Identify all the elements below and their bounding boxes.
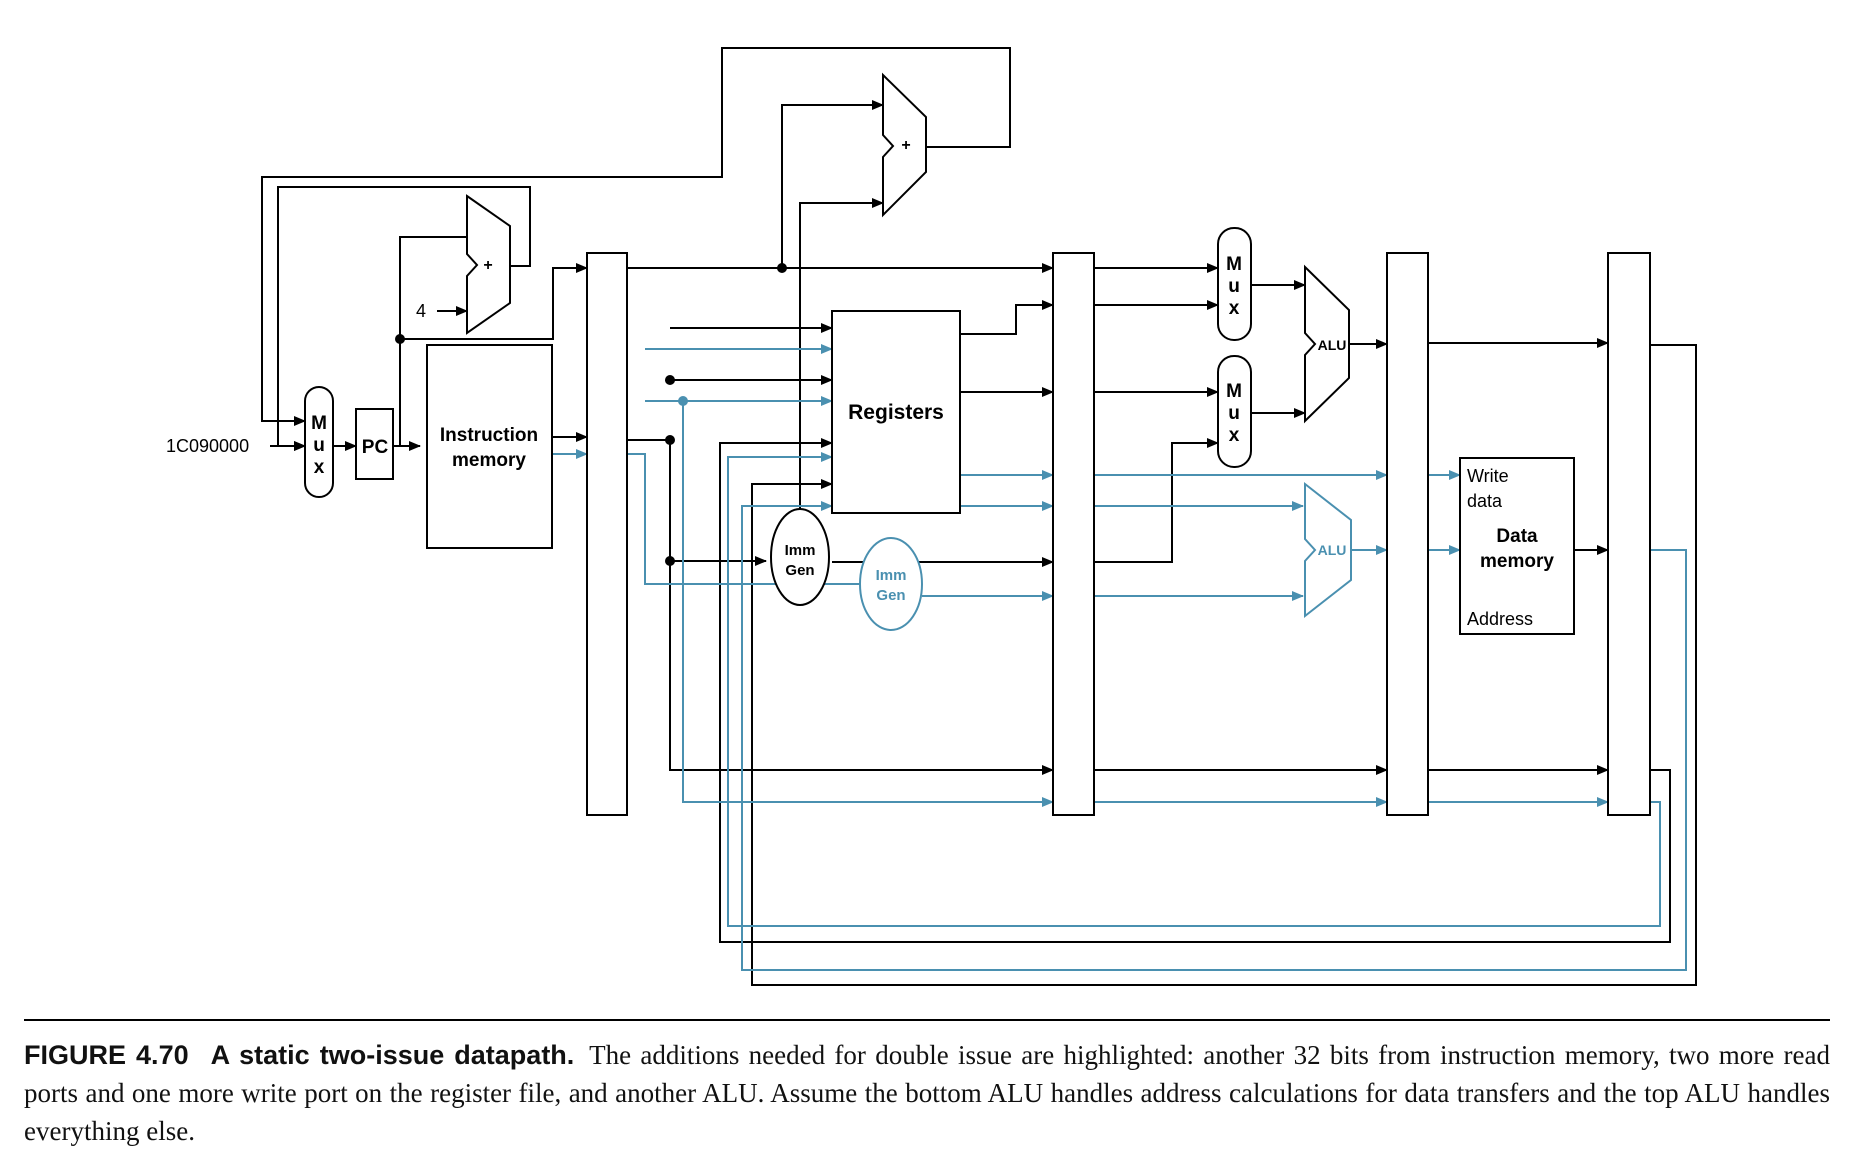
mux-letter: M [1226, 381, 1242, 402]
data-memory: Write data Data memory Address [1459, 457, 1575, 635]
imm-gen-label: Imm [876, 567, 907, 584]
pc-mux: M u x [304, 386, 334, 498]
write-data-label: data [1467, 491, 1503, 511]
mux-letter: u [1228, 276, 1240, 297]
alu-label: ALU [1318, 337, 1347, 353]
adder-plus: + [901, 137, 910, 154]
id-ex-register [1052, 252, 1095, 816]
if-id-register [586, 252, 628, 816]
data-memory-label: memory [1480, 551, 1554, 572]
alu-label: ALU [1318, 542, 1347, 558]
figure-number: FIGURE 4.70 [24, 1040, 189, 1070]
imm-gen-label: Imm [785, 542, 816, 559]
mux-letter: u [1228, 403, 1240, 424]
write-data-label: Write [1467, 466, 1509, 486]
imm-gen-second: Imm Gen [859, 537, 923, 631]
instruction-memory-label: Instruction [440, 425, 538, 446]
data-memory-label: Data [1496, 526, 1538, 547]
wire-junctions [395, 263, 787, 566]
registers-label: Registers [848, 401, 944, 424]
pc-initial-value: 1C090000 [166, 436, 249, 456]
alu-input-mux-bottom: M u x [1217, 355, 1252, 468]
mux-letter: x [1229, 298, 1240, 319]
datapath-diagram: M u x 1C090000 PC + 4 Instruction memory… [166, 47, 1697, 986]
figure-caption-text: The additions needed for double issue ar… [24, 1040, 1831, 1146]
pipeline-registers [586, 252, 1651, 816]
mux-letter: u [313, 435, 325, 456]
adder-plus: + [483, 257, 492, 274]
figure-title: A static two-issue datapath. [210, 1040, 575, 1070]
ex-mem-register [1386, 252, 1429, 816]
imm-gen: Imm Gen [770, 508, 830, 606]
mux-letter: x [314, 457, 325, 478]
pc-label: PC [362, 437, 389, 458]
alu-second: ALU [1304, 481, 1352, 619]
mux-letter: x [1229, 425, 1240, 446]
alu-main: ALU [1304, 264, 1350, 424]
alu-input-mux-top: M u x [1217, 227, 1252, 341]
constant-four: 4 [416, 301, 426, 321]
register-file: Registers [831, 310, 961, 514]
mem-wb-register [1607, 252, 1651, 816]
pc-adder: + [466, 194, 511, 335]
instruction-memory-label: memory [452, 450, 526, 471]
imm-gen-label: Gen [785, 562, 814, 579]
mux-letter: M [311, 413, 327, 434]
address-label: Address [1467, 609, 1533, 629]
imm-gen-label: Gen [876, 587, 905, 604]
branch-adder: + [882, 72, 927, 218]
pc-register: PC [355, 408, 394, 480]
instruction-memory: Instruction memory [426, 344, 553, 549]
caption-divider [24, 1019, 1830, 1021]
mux-letter: M [1226, 254, 1242, 275]
